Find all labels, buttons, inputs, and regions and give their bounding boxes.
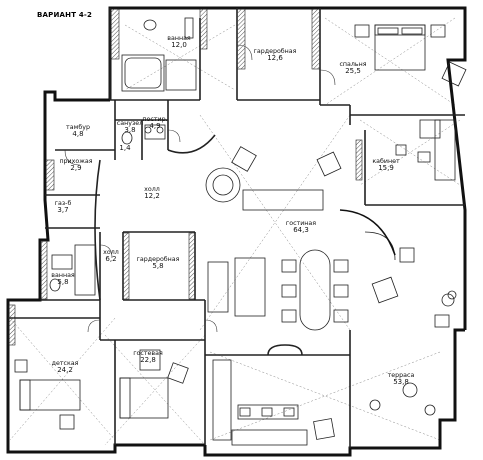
room-name: холл xyxy=(144,186,160,193)
room-label-tambur: тамбур 4,8 xyxy=(66,124,90,138)
room-area: 25,5 xyxy=(345,67,361,75)
room-label-holl-small: холл 6,2 xyxy=(103,249,119,263)
bathroom-fixtures-top xyxy=(49,17,197,296)
room-label-gostinaya-main: гостиная 64,3 xyxy=(286,220,316,234)
room-label-postir: постир. 4,9 xyxy=(142,116,167,130)
room-label-spalnya: спальня 25,5 xyxy=(339,61,366,75)
room-name: терраса xyxy=(387,372,415,379)
terrace-furniture xyxy=(212,290,457,446)
room-label-small: 1,4 xyxy=(119,145,130,152)
room-area: 6,2 xyxy=(105,255,117,263)
room-area: 1,4 xyxy=(119,144,131,152)
room-area: 22,8 xyxy=(140,356,156,364)
room-name: гардеробная xyxy=(253,48,297,55)
room-area: 3,7 xyxy=(57,206,69,214)
room-area: 64,3 xyxy=(293,226,309,234)
room-area: 12,0 xyxy=(171,41,187,49)
room-area: 4,9 xyxy=(149,122,161,130)
room-name: кабинет xyxy=(372,158,400,165)
room-area: 3,8 xyxy=(124,126,136,134)
hatched-walls xyxy=(8,8,363,346)
room-label-vannaya-top: ванная 12,0 xyxy=(167,35,190,49)
room-label-garderob-mid: гардеробная 5,8 xyxy=(137,256,180,270)
room-area: 5,8 xyxy=(152,262,164,270)
room-label-sanuzel: санузел 3,8 xyxy=(117,120,143,134)
balcony-curve xyxy=(339,209,396,256)
room-label-holl-main: холл 12,2 xyxy=(144,186,160,200)
room-name: гостиная xyxy=(285,220,317,227)
room-label-gostevaya: гостевая 22,8 xyxy=(133,350,163,364)
room-name: гардеробная xyxy=(136,256,180,263)
room-area: 53,8 xyxy=(393,378,409,386)
room-area: 4,8 xyxy=(72,130,84,138)
room-label-gazb: газ-б 3,7 xyxy=(55,200,72,214)
room-label-detskaya: детская 24,2 xyxy=(52,360,79,374)
room-label-vannaya-mid: ванная 5,8 xyxy=(51,272,74,286)
room-label-prihozhaya: прихожая 2,9 xyxy=(59,158,92,172)
lower-bedroom-furniture xyxy=(14,349,189,430)
room-name: постир. xyxy=(142,116,168,123)
room-area: 5,8 xyxy=(57,278,69,286)
room-area: 12,2 xyxy=(144,192,160,200)
room-area: 12,6 xyxy=(267,54,283,62)
room-name: гостевая xyxy=(133,350,163,357)
room-name: санузел xyxy=(116,120,144,127)
door-swings xyxy=(64,44,336,333)
room-area: 24,2 xyxy=(57,366,73,374)
room-name: газ-б xyxy=(54,200,72,207)
room-area: 15,9 xyxy=(378,164,394,172)
room-label-terrasa: терраса 53,8 xyxy=(388,372,415,386)
room-label-garderob-top: гардеробная 12,6 xyxy=(254,48,297,62)
room-name: тамбур xyxy=(66,124,90,131)
room-name: холл xyxy=(103,249,119,256)
dashed-axes xyxy=(9,17,461,446)
room-name: ванная xyxy=(167,35,191,42)
bedroom-furniture xyxy=(354,24,467,181)
room-label-kabinet: кабинет 15,9 xyxy=(372,158,399,172)
room-name: детская xyxy=(51,360,79,367)
room-area: 2,9 xyxy=(70,164,82,172)
room-name: прихожая xyxy=(59,158,93,165)
plan-title: ВАРИАНТ 4-2 xyxy=(37,11,93,19)
room-name: ванная xyxy=(51,272,75,279)
living-furniture xyxy=(205,146,455,331)
room-name: спальня xyxy=(339,61,367,68)
